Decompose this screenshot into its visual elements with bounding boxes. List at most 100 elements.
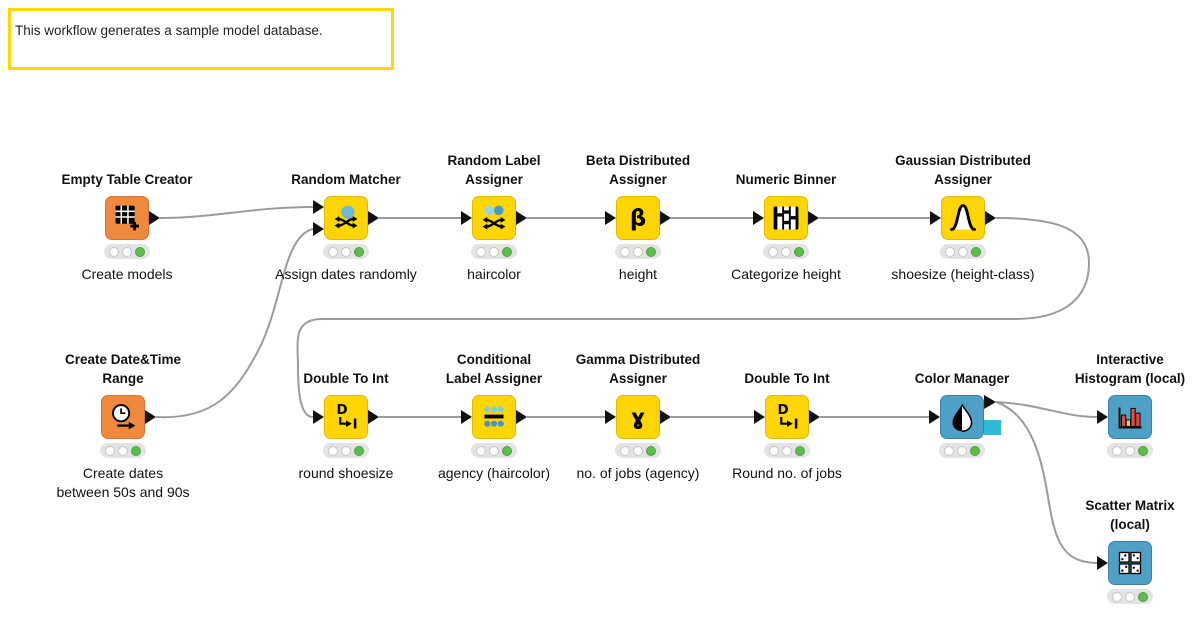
node-label: height	[618, 266, 658, 282]
input-port	[313, 200, 324, 214]
node-title: Double To Int	[303, 371, 389, 386]
status-indicator	[471, 443, 517, 458]
svg-text:I: I	[794, 417, 799, 432]
histogram-icon	[1118, 407, 1142, 429]
node-title: Scatter Matrix (local)	[1085, 498, 1175, 532]
node-ports[interactable]	[145, 200, 1108, 570]
output-port	[516, 211, 527, 225]
node-label: Create dates between 50s and 90s	[56, 465, 190, 500]
node-gamma-distributed-assigner[interactable]: Gamma Distributed Assigner ɣ no. of jobs…	[558, 352, 718, 483]
input-port	[605, 410, 616, 424]
output-port	[808, 211, 819, 225]
connection-wires	[155, 206, 1098, 564]
node-label: Round no. of jobs	[732, 465, 842, 481]
input-port	[1097, 410, 1108, 424]
node-scatter-matrix[interactable]: Scatter Matrix (local)	[1050, 498, 1200, 604]
output-port	[368, 410, 379, 424]
svg-text:ɣ: ɣ	[631, 406, 645, 431]
node-interactive-histogram[interactable]: Interactive Histogram (local)	[1050, 352, 1200, 458]
wire-daterange-to-matcher	[155, 228, 314, 419]
node-double-to-int-1[interactable]: Double To Int D I round shoesize	[266, 371, 426, 483]
output-port	[660, 410, 671, 424]
input-port	[313, 222, 324, 236]
workflow-annotation[interactable]: This workflow generates a sample model d…	[8, 8, 394, 70]
input-port	[754, 410, 765, 424]
input-port	[313, 410, 324, 424]
bell-curve-icon	[950, 204, 976, 231]
node-title: Create Date&Time Range	[64, 352, 182, 386]
wire-gaussian-to-doubletoint1	[296, 217, 1091, 418]
clock-arrow-icon	[112, 404, 136, 430]
input-port	[1097, 556, 1108, 570]
input-port	[461, 211, 472, 225]
status-indicator	[939, 443, 985, 458]
node-label: Categorize height	[731, 266, 841, 282]
node-title: Beta Distributed Assigner	[585, 153, 691, 187]
wire-table-to-matcher	[159, 206, 314, 219]
status-indicator	[763, 244, 809, 259]
node-color-manager[interactable]: Color Manager	[882, 371, 1042, 458]
status-indicator	[1107, 589, 1153, 604]
svg-text:I: I	[353, 417, 358, 432]
svg-text:D: D	[336, 403, 347, 418]
status-indicator	[471, 244, 517, 259]
node-label: shoesize (height-class)	[891, 266, 1035, 282]
output-port	[368, 211, 379, 225]
node-label: haircolor	[467, 266, 521, 282]
output-port	[985, 211, 996, 225]
node-numeric-binner[interactable]: Numeric Binner Categorize height	[706, 172, 866, 284]
output-port	[145, 410, 156, 424]
node-label: no. of jobs (agency)	[576, 465, 700, 481]
output-port	[516, 410, 527, 424]
double-to-int-icon: D I	[777, 403, 799, 432]
annotation-text: This workflow generates a sample model d…	[15, 23, 323, 38]
node-double-to-int-2[interactable]: Double To Int D I Round no. of jobs	[707, 371, 867, 483]
node-label: round shoesize	[298, 465, 394, 481]
node-beta-distributed-assigner[interactable]: Beta Distributed Assigner β height	[558, 153, 718, 284]
scatter-matrix-icon	[1118, 551, 1142, 575]
status-indicator	[940, 244, 986, 259]
node-gaussian-distributed-assigner[interactable]: Gaussian Distributed Assigner shoesize (…	[883, 153, 1043, 284]
node-conditional-label-assigner[interactable]: Conditional Label Assigner agency (hairc…	[414, 352, 574, 483]
node-label: Create models	[81, 266, 173, 282]
input-port	[753, 211, 764, 225]
table-plus-icon	[115, 205, 139, 231]
input-port	[929, 410, 940, 424]
node-title: Interactive Histogram (local)	[1074, 352, 1186, 386]
node-title: Gamma Distributed Assigner	[575, 352, 701, 386]
status-indicator	[1107, 443, 1153, 458]
node-label: Assign dates randomly	[275, 266, 417, 282]
wire-colormanager-to-histogram	[995, 401, 1098, 418]
color-model-port[interactable]	[984, 420, 1001, 435]
node-title: Conditional Label Assigner	[445, 352, 543, 386]
gamma-icon: ɣ	[631, 406, 645, 431]
shuffle-two-balls-icon	[482, 205, 506, 230]
shuffle-ball-icon	[334, 205, 358, 229]
node-title: Numeric Binner	[735, 172, 837, 187]
node-title: Random Label Assigner	[447, 153, 541, 187]
status-indicator	[615, 443, 661, 458]
node-create-datetime-range[interactable]: Create Date&Time Range Create dates betw…	[43, 352, 203, 502]
status-indicator	[615, 244, 661, 259]
output-port	[984, 395, 996, 409]
node-random-label-assigner[interactable]: Random Label Assigner haircolor	[414, 153, 574, 284]
double-to-int-icon: D I	[336, 403, 358, 432]
beta-icon: β	[630, 206, 646, 232]
dots-rule-icon	[484, 406, 504, 427]
input-port	[605, 211, 616, 225]
status-indicator	[323, 244, 369, 259]
output-port	[149, 211, 160, 225]
droplet-icon	[952, 403, 973, 433]
input-port	[461, 410, 472, 424]
svg-text:β: β	[630, 206, 646, 232]
svg-text:D: D	[777, 403, 788, 418]
node-title: Double To Int	[744, 371, 830, 386]
output-port	[660, 211, 671, 225]
node-random-matcher[interactable]: Random Matcher Assign dates randomly	[266, 172, 426, 284]
node-label: agency (haircolor)	[437, 465, 551, 481]
output-port	[809, 410, 820, 424]
wire-colormanager-to-scattermatrix	[995, 401, 1098, 564]
node-empty-table-creator[interactable]: Empty Table Creator Create models	[47, 172, 207, 284]
